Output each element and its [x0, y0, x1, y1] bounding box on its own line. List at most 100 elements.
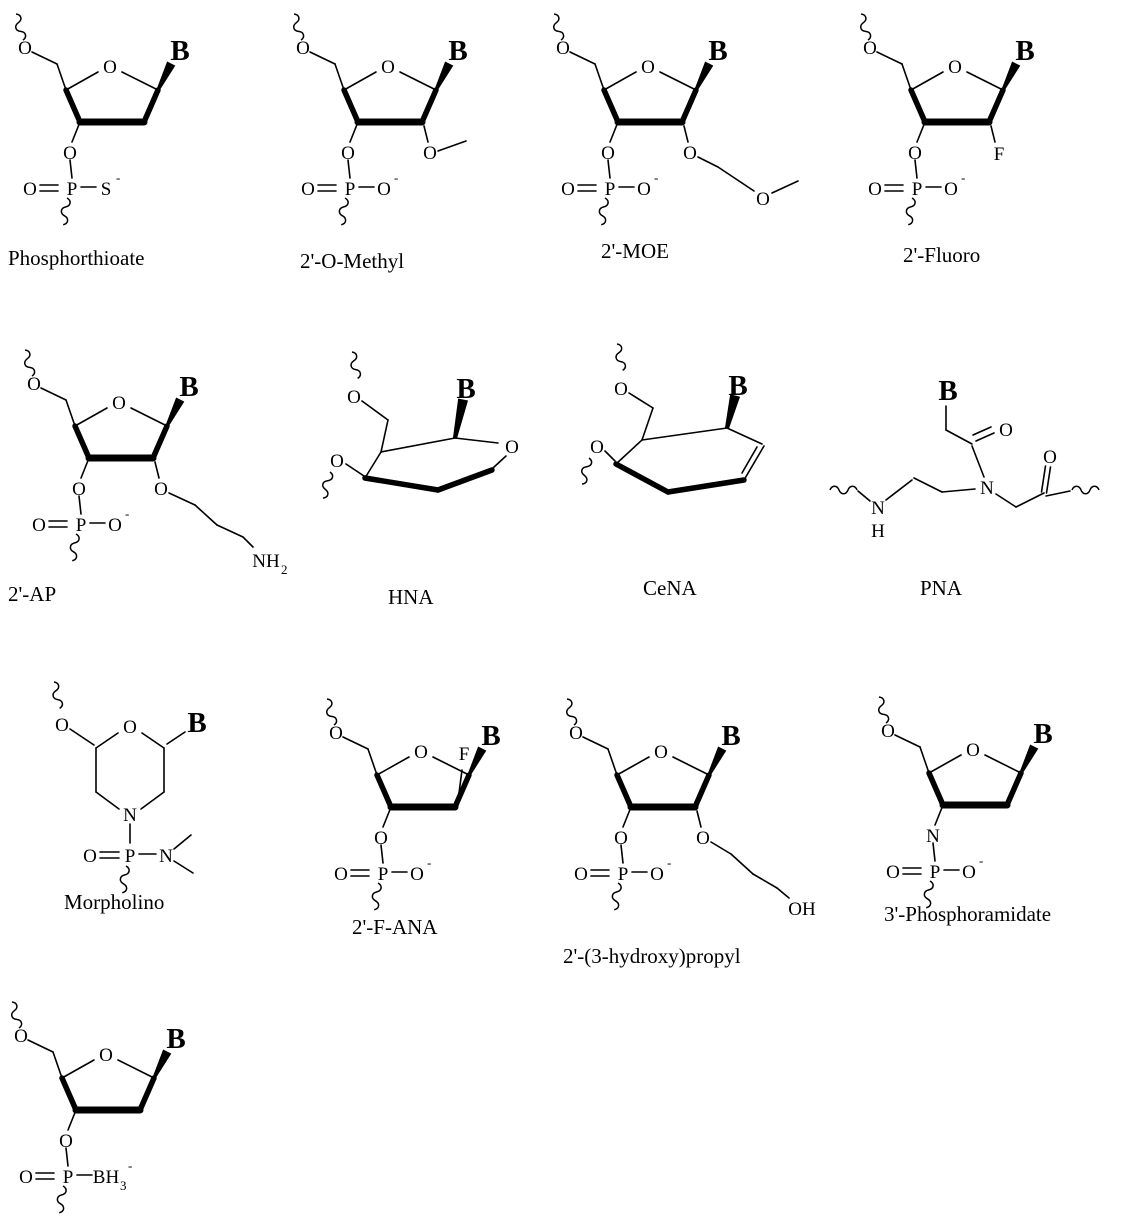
backbone-nitrogen: N — [980, 478, 994, 499]
phosphoryl-oxygen: O — [334, 864, 348, 885]
base-b: B — [1033, 718, 1052, 750]
ring-oxygen: O — [966, 740, 980, 761]
charge-minus: - — [394, 170, 398, 185]
atom-o3: O — [908, 143, 922, 164]
structure-label: CeNA — [643, 576, 697, 600]
phosphoryl-oxygen: O — [886, 862, 900, 883]
charge-minus: - — [427, 855, 431, 870]
subscript-two: 2 — [281, 562, 288, 577]
ring-oxygen: O — [123, 717, 137, 738]
sugar-ring — [21, 349, 183, 478]
structure-label: 2'-MOE — [601, 239, 669, 263]
atom-o3: O — [63, 143, 77, 164]
atom-o3: O — [330, 451, 344, 472]
atom-o2: O — [154, 479, 168, 500]
charge-minus: - — [654, 170, 658, 185]
skeleton-bonds — [318, 350, 507, 500]
base-b: B — [481, 720, 500, 752]
structure-2-o-methyl: O O B O O O P O - 2'-O-Methyl — [290, 13, 468, 273]
charge-minus: - — [125, 506, 129, 521]
phosphoryl-oxygen: O — [561, 179, 575, 200]
structure-morpholino: O O B N O P N Morpholino — [49, 680, 207, 914]
atom-phosphorus: P — [67, 179, 78, 200]
atom-o5: O — [296, 38, 310, 59]
atom-phosphorus: P — [618, 864, 629, 885]
carbonyl-oxygen: O — [999, 420, 1013, 441]
phosphoryl-oxygen: O — [32, 515, 46, 536]
atom-o2: O — [696, 828, 710, 849]
structure-pna: B O N N H O PNA — [829, 375, 1100, 600]
atom-fluorine: F — [459, 744, 470, 765]
ring-oxygen: O — [654, 742, 668, 763]
ring-oxygen: O — [381, 57, 395, 78]
atom-o-minus: O — [650, 864, 664, 885]
substituent-bonds — [423, 125, 467, 152]
structure-label: HNA — [388, 585, 434, 609]
atom-o3: O — [614, 828, 628, 849]
substituent-bonds — [696, 810, 790, 899]
ring-oxygen: O — [948, 57, 962, 78]
hydroxyl-group: OH — [788, 899, 816, 920]
base-b: B — [708, 35, 727, 67]
base-b: B — [179, 371, 198, 403]
base-b: B — [1015, 35, 1034, 67]
sugar-ring — [290, 13, 452, 142]
ring-oxygen: O — [641, 57, 655, 78]
charge-minus: - — [116, 170, 120, 185]
atom-o5: O — [27, 374, 41, 395]
atom-o5: O — [863, 38, 877, 59]
structure-2-f-ana: O O F B O O P O - 2'-F-ANA — [323, 698, 501, 939]
structure-boranophosphate: O O B O O P BH 3 - — [8, 1001, 186, 1213]
substituent-bonds — [683, 125, 799, 194]
base-b: B — [721, 720, 740, 752]
structure-cena: O O B CeNA — [577, 342, 765, 600]
atom-o-minus: O — [944, 179, 958, 200]
phosphoryl-oxygen: O — [868, 179, 882, 200]
amide-nitrogen: N — [871, 498, 885, 519]
structure-label: Phosphorthioate — [8, 246, 145, 270]
structure-hna: O O O B HNA — [318, 350, 519, 609]
atom-o5: O — [569, 723, 583, 744]
substituent-bonds — [457, 769, 463, 802]
structure-phosphorothioate: O O B O O P S - Phosphorthioate — [8, 13, 190, 270]
atom-o5: O — [347, 387, 361, 408]
atom-o3: O — [601, 143, 615, 164]
atom-o5: O — [14, 1026, 28, 1047]
charge-minus: - — [961, 170, 965, 185]
chain-oxygen: O — [756, 189, 770, 210]
phosphoryl-oxygen: O — [19, 1167, 33, 1188]
structure-label: 2'-O-Methyl — [300, 249, 404, 273]
atom-o3: O — [72, 479, 86, 500]
borane-group: BH — [93, 1167, 120, 1188]
ring-oxygen: O — [414, 742, 428, 763]
atom-o2: O — [683, 143, 697, 164]
phosphoryl-oxygen: O — [574, 864, 588, 885]
atom-phosphorus: P — [605, 179, 616, 200]
atom-o5: O — [881, 721, 895, 742]
base-b: B — [728, 370, 747, 402]
carbonyl-oxygen-2: O — [1043, 447, 1057, 468]
charge-minus: - — [667, 855, 671, 870]
phosphoryl-oxygen: O — [301, 179, 315, 200]
atom-o5: O — [556, 38, 570, 59]
atom-phosphorus: P — [125, 846, 136, 867]
structure-2-moe: O O B O O O O P O - 2'-MOE — [550, 13, 799, 263]
atom-sulfur: S — [101, 179, 112, 200]
subscript-three: 3 — [120, 1178, 127, 1193]
structure-2-fluoro: O O B F O O P O - 2'-Fluoro — [857, 13, 1035, 267]
structure-2-3-hydroxy-propyl: O O B O O OH O P O - 2'-(3-hydroxy)propy… — [563, 698, 816, 968]
atom-n3: N — [926, 826, 940, 847]
amine-group: NH — [252, 551, 280, 572]
structure-label: 3'-Phosphoramidate — [884, 902, 1051, 926]
ring-oxygen: O — [103, 57, 117, 78]
atom-o5: O — [614, 379, 628, 400]
structure-3-phosphoramidate: O O B N O P O - 3'-Phosphoramidate — [875, 696, 1053, 926]
atom-o-minus: O — [377, 179, 391, 200]
atom-phosphorus: P — [378, 864, 389, 885]
phosphoryl-oxygen: O — [83, 846, 97, 867]
dimethylamino-nitrogen: N — [159, 846, 173, 867]
phosphoryl-oxygen: O — [23, 179, 37, 200]
atom-o3: O — [341, 143, 355, 164]
charge-minus: - — [128, 1158, 132, 1173]
skeleton-bonds — [577, 342, 765, 495]
